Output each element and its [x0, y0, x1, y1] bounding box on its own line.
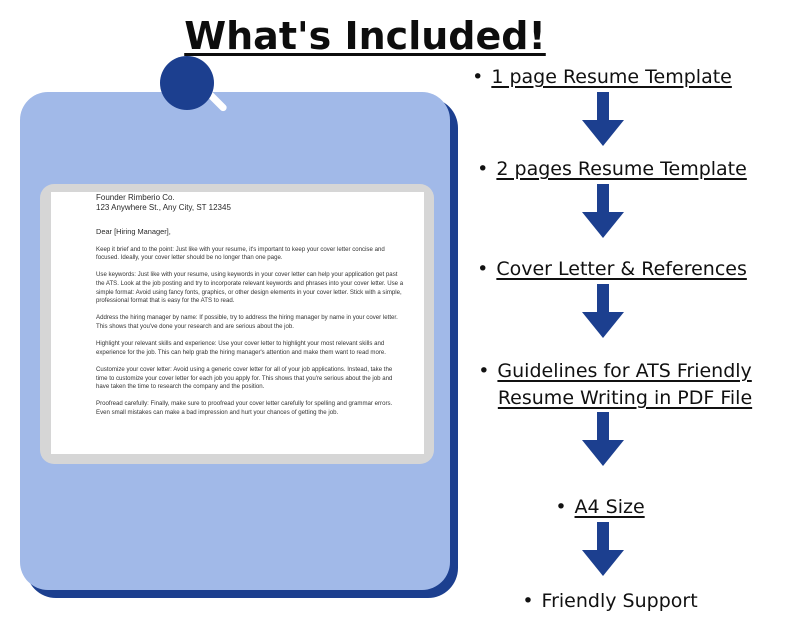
- list-item-label: 1 page Resume Template: [491, 66, 732, 88]
- list-item-cover-letter: • Cover Letter & References: [468, 258, 756, 280]
- letter-paragraph: Address the hiring manager by name: If p…: [96, 314, 398, 330]
- letter-paragraph: Highlight your relevant skills and exper…: [96, 340, 386, 356]
- bullet-icon: •: [477, 158, 489, 180]
- list-item-label: Cover Letter & References: [496, 258, 747, 280]
- letter-salutation: Dear [Hiring Manager],: [96, 227, 171, 236]
- arrow-down-icon: [582, 184, 624, 238]
- list-item-two-pages-template: • 2 pages Resume Template: [470, 158, 754, 180]
- bullet-icon: •: [478, 360, 490, 382]
- list-item-label: Friendly Support: [541, 590, 698, 612]
- arrow-down-icon: [582, 284, 624, 338]
- bullet-icon: •: [522, 590, 534, 612]
- page-title: What's Included!: [184, 14, 546, 58]
- bullet-icon: •: [555, 496, 567, 518]
- arrow-down-icon: [582, 522, 624, 576]
- list-item-label: A4 Size: [574, 496, 645, 518]
- list-item-a4-size: • A4 Size: [490, 496, 710, 518]
- list-item-label: 2 pages Resume Template: [496, 158, 747, 180]
- letter-paragraph: Customize your cover letter: Avoid using…: [96, 365, 393, 391]
- list-item-one-page-template: • 1 page Resume Template: [460, 66, 744, 88]
- list-item-friendly-support: • Friendly Support: [490, 590, 730, 612]
- arrow-down-icon: [582, 92, 624, 146]
- bullet-icon: •: [472, 66, 484, 88]
- pushpin-icon: [160, 56, 214, 110]
- list-item-label: Guidelines for ATS Friendly: [497, 360, 752, 382]
- letter-paragraph: Use keywords: Just like with your resume…: [96, 271, 404, 305]
- letter-paragraph: Proofread carefully: Finally, make sure …: [96, 400, 393, 416]
- letter-company: Founder Rimberio Co.: [96, 193, 175, 202]
- arrow-down-icon: [582, 412, 624, 466]
- list-item-ats-guidelines: • Guidelines for ATS Friendly Resume Writ…: [470, 358, 760, 412]
- bullet-icon: •: [477, 258, 489, 280]
- letter-paragraph: Keep it brief and to the point: Just lik…: [96, 245, 385, 262]
- list-item-label-line2: Resume Writing in PDF File: [497, 387, 753, 409]
- letter-address: 123 Anywhere St., Any City, ST 12345: [96, 203, 231, 212]
- cover-letter-preview: Founder Rimberio Co. 123 Anywhere St., A…: [51, 192, 424, 454]
